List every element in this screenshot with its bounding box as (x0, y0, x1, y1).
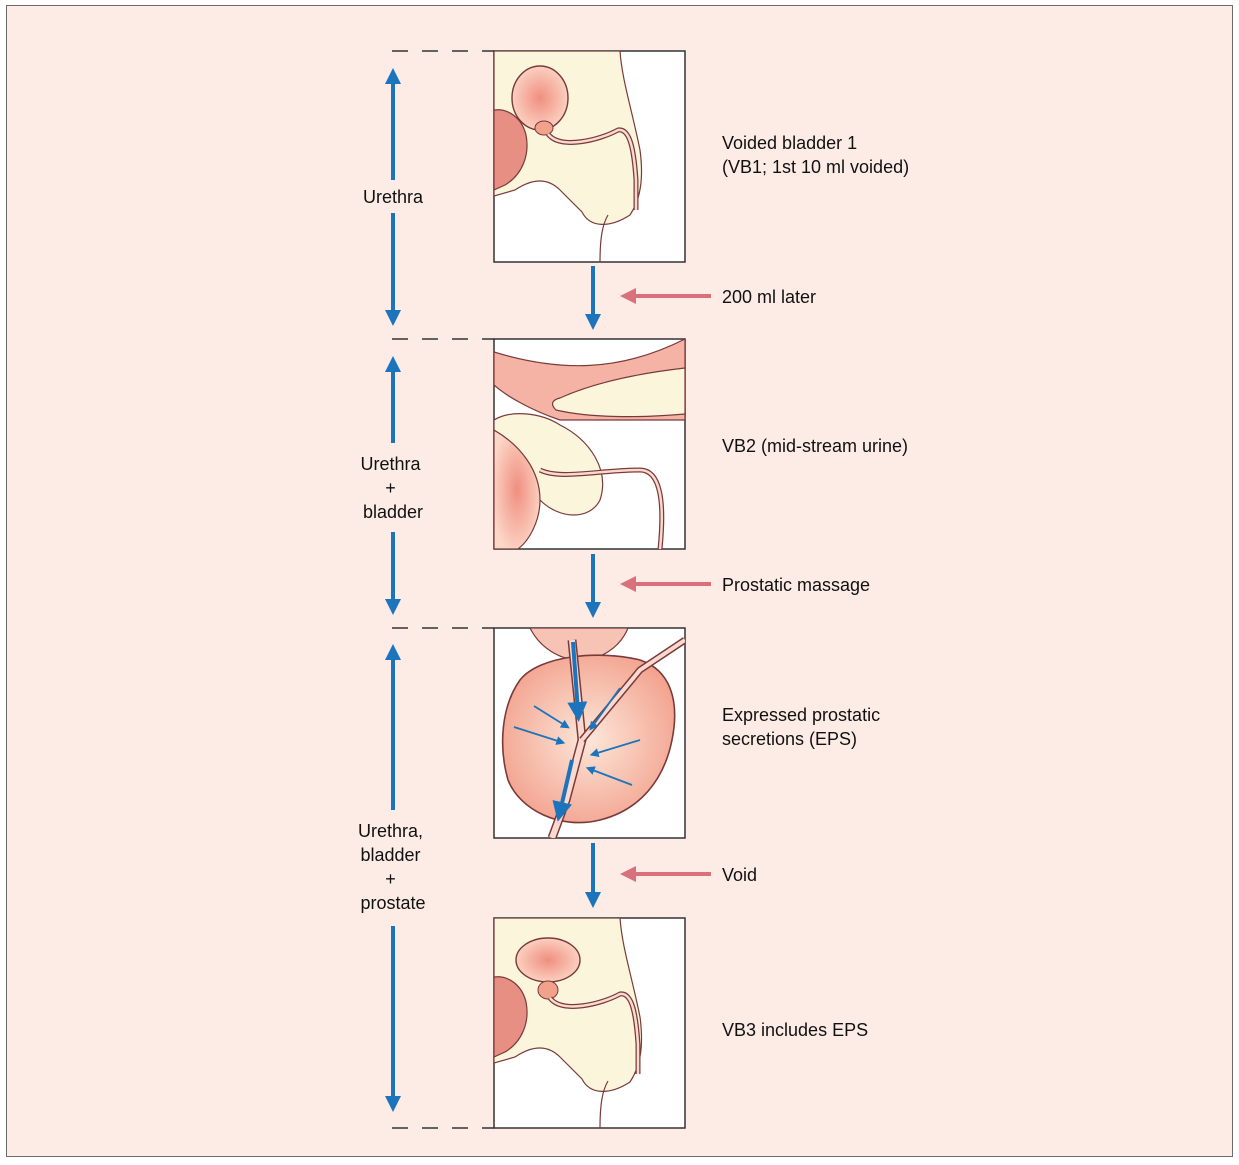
range-label-urethra-bladder-prostate: Urethra, bladder + prostate (358, 821, 428, 913)
caption-line: Expressed prostatic (722, 705, 880, 725)
range-label-line: Urethra, (358, 821, 423, 841)
panel-vb1 (494, 51, 685, 262)
range-label-line: + (385, 478, 396, 498)
caption-vb1: Voided bladder 1 (VB1; 1st 10 ml voided) (722, 133, 909, 177)
step-label-prostatic-massage: Prostatic massage (722, 575, 870, 595)
panel-vb3 (494, 918, 685, 1128)
range-label-urethra-bladder: Urethra + bladder (360, 454, 425, 522)
range-label-line: bladder (360, 845, 420, 865)
panel-vb2 (494, 339, 685, 549)
range-label-line: prostate (360, 893, 425, 913)
step-labels: 200 ml later Prostatic massage Void (722, 287, 870, 885)
boundary-lines (392, 51, 494, 1128)
range-label-urethra: Urethra (363, 187, 424, 207)
step-label-void: Void (722, 865, 757, 885)
range-label-line: Urethra (360, 454, 421, 474)
range-label-line: + (385, 869, 396, 889)
caption-line: Voided bladder 1 (722, 133, 857, 153)
step-label-200ml: 200 ml later (722, 287, 816, 307)
caption-eps: Expressed prostatic secretions (EPS) (722, 705, 885, 749)
caption-line: VB2 (mid-stream urine) (722, 436, 908, 456)
caption-line: VB3 includes EPS (722, 1020, 868, 1040)
panel-eps (494, 628, 685, 838)
caption-line: secretions (EPS) (722, 729, 857, 749)
range-label-line: Urethra (363, 187, 424, 207)
caption-vb2: VB2 (mid-stream urine) (722, 436, 908, 456)
range-label-line: bladder (363, 502, 423, 522)
caption-vb3: VB3 includes EPS (722, 1020, 868, 1040)
caption-line: (VB1; 1st 10 ml voided) (722, 157, 909, 177)
